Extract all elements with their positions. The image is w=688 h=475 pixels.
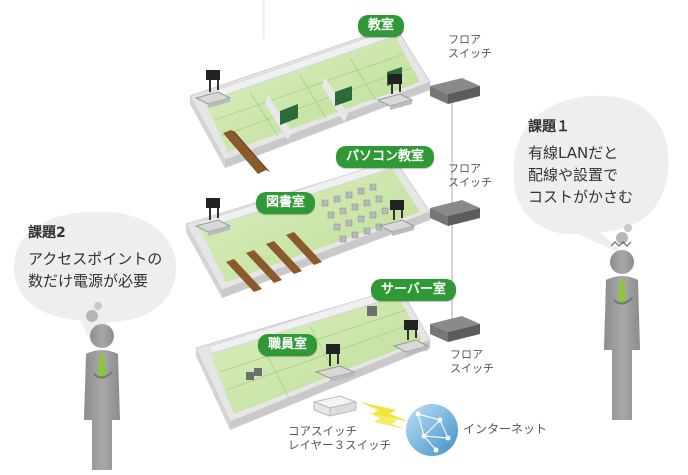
issue2-title: 課題2 [28, 225, 66, 241]
access-point-icon [378, 200, 416, 236]
access-point-icon [376, 74, 414, 110]
room-server-room-label: サーバー室 [371, 279, 456, 301]
internet-globe-icon [406, 404, 458, 456]
floor-switch-label-middle: フロア スイッチ [448, 162, 492, 189]
issue1-title: 課題１ [528, 119, 570, 135]
core-switch-label: コアスイッチ レイヤー３スイッチ [288, 424, 392, 452]
room-library-label: 図書室 [256, 192, 316, 214]
person-right-icon [604, 224, 640, 420]
issue1-speech-bubble [513, 95, 669, 257]
issue2-speech-bubble [14, 211, 177, 344]
access-point-icon [194, 70, 232, 108]
internet-label: インターネット [463, 422, 548, 436]
room-pc-room-label: パソコン教室 [336, 146, 435, 168]
bottom-floor [195, 287, 431, 430]
issue1-text: 課題１ 有線LANだと 配線や設置で コストがかさむ [528, 116, 633, 208]
room-staff-room-label: 職員室 [258, 334, 318, 356]
core-switch-icon [312, 395, 358, 417]
room-classroom-label: 教室 [358, 15, 405, 37]
access-point-icon [314, 344, 356, 382]
access-point-icon [392, 320, 430, 356]
issue2-text: 課題2 アクセスポイントの 数だけ電源が必要 [28, 222, 162, 292]
floor-switch-label-top: フロア スイッチ [448, 33, 492, 60]
floor-switch-icon [430, 78, 480, 104]
person-left-icon [84, 302, 120, 470]
floor-switch-label-bottom: フロア スイッチ [450, 348, 494, 375]
floor-switch-icon [430, 316, 480, 342]
connection-bolt-icon [360, 402, 410, 430]
access-point-icon [194, 198, 232, 236]
floor-switch-icon [430, 200, 480, 226]
